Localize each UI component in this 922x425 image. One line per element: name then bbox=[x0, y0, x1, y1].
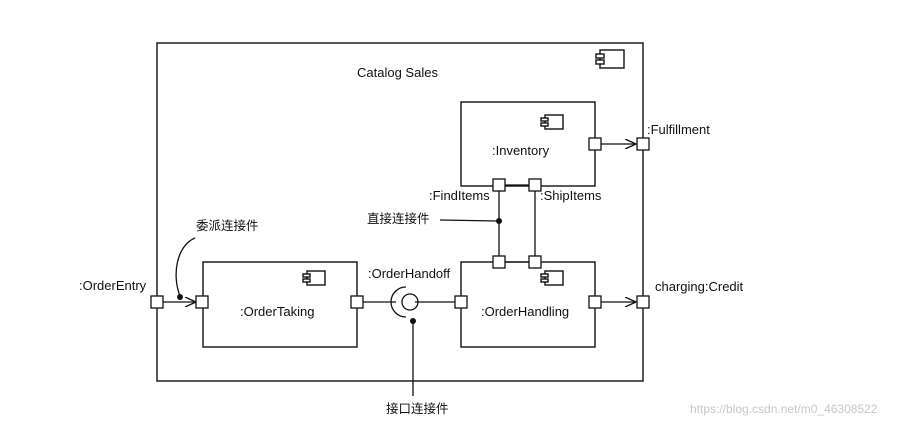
order-handoff-required-socket bbox=[390, 286, 407, 318]
fulfillment-port bbox=[636, 137, 650, 151]
order-handling-credit-port bbox=[588, 295, 602, 309]
order-handling-find-port bbox=[492, 255, 506, 269]
charging-credit-label: charging:Credit bbox=[655, 279, 744, 294]
delegation-connector-annotation: 委派连接件 bbox=[196, 218, 259, 233]
direct-annotation-dot bbox=[496, 218, 502, 224]
component-icon bbox=[540, 114, 564, 130]
direct-annotation-pointer bbox=[439, 219, 498, 222]
order-taking-entry-port bbox=[195, 295, 209, 309]
inventory-component bbox=[460, 101, 596, 187]
order-handling-handoff-port bbox=[454, 295, 468, 309]
ship-items-port bbox=[528, 178, 542, 192]
component-icon bbox=[540, 270, 564, 286]
inventory-fulfillment-port bbox=[588, 137, 602, 151]
order-taking-handoff-port bbox=[350, 295, 364, 309]
order-taking-label: :OrderTaking bbox=[240, 304, 314, 319]
component-icon bbox=[595, 49, 625, 69]
interface-connector-annotation: 接口连接件 bbox=[386, 401, 449, 416]
fulfillment-label: :Fulfillment bbox=[647, 122, 710, 137]
delegation-annotation-pointer bbox=[175, 237, 196, 297]
find-items-port bbox=[492, 178, 506, 192]
delegation-annotation-dot bbox=[177, 294, 183, 300]
order-entry-port bbox=[150, 295, 164, 309]
ship-items-label: :ShipItems bbox=[540, 188, 602, 203]
find-items-label: :FindItems bbox=[429, 188, 490, 203]
catalog-sales-title: Catalog Sales bbox=[357, 65, 438, 80]
charging-credit-port bbox=[636, 295, 650, 309]
order-handoff-label: :OrderHandoff bbox=[368, 266, 451, 281]
order-handling-ship-port bbox=[528, 255, 542, 269]
order-handoff-provided-interface bbox=[401, 293, 419, 311]
direct-connector-annotation: 直接连接件 bbox=[367, 211, 430, 226]
interface-annotation-dot bbox=[410, 318, 416, 324]
order-handling-label: :OrderHandling bbox=[481, 304, 569, 319]
inventory-label: :Inventory bbox=[492, 143, 550, 158]
watermark-text: https://blog.csdn.net/m0_46308522 bbox=[690, 402, 878, 416]
order-entry-label: :OrderEntry bbox=[79, 278, 147, 293]
component-icon bbox=[302, 270, 326, 286]
